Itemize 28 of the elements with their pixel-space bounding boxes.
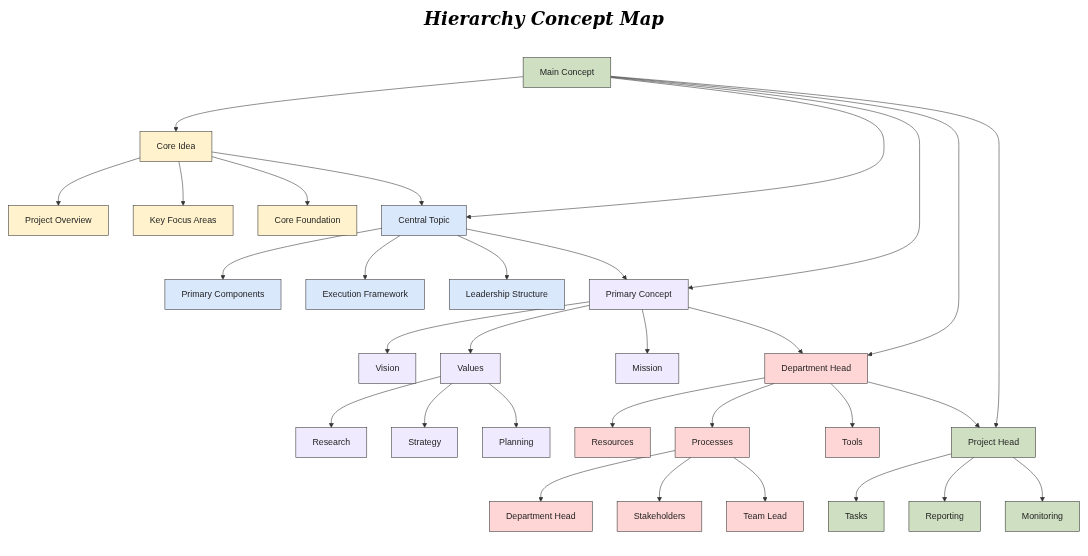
- node-box: Primary Components: [164, 279, 282, 310]
- node-box: Project Head: [951, 427, 1036, 458]
- node-box: Project Overview: [8, 205, 109, 236]
- node-box: Values: [440, 353, 501, 384]
- node-box: Research: [295, 427, 368, 458]
- node-box: Central Topic: [381, 205, 467, 236]
- node-box: Resources: [574, 427, 651, 458]
- node-box: Planning: [482, 427, 551, 458]
- node-box: Stakeholders: [616, 501, 703, 532]
- node-box: Tasks: [828, 501, 885, 532]
- node-box: Key Focus Areas: [132, 205, 234, 236]
- node-box: Tools: [825, 427, 880, 458]
- node-box: Strategy: [391, 427, 458, 458]
- node-box: Vision: [358, 353, 417, 384]
- node-box: Core Idea: [139, 131, 213, 162]
- node-box: Core Foundation: [257, 205, 358, 236]
- node-box: Department Head: [764, 353, 868, 384]
- node-box: Processes: [674, 427, 750, 458]
- node-box: Leadership Structure: [449, 279, 565, 310]
- node-box: Reporting: [908, 501, 981, 532]
- node-box: Team Lead: [726, 501, 804, 532]
- node-box: Execution Framework: [305, 279, 425, 310]
- node-box: Department Head: [489, 501, 593, 532]
- node-box: Main Concept: [522, 57, 612, 88]
- node-box: Mission: [615, 353, 680, 384]
- node-box: Primary Concept: [588, 279, 689, 310]
- diagram-title: Hierarchy Concept Map: [424, 8, 664, 29]
- node-box: Monitoring: [1004, 501, 1080, 532]
